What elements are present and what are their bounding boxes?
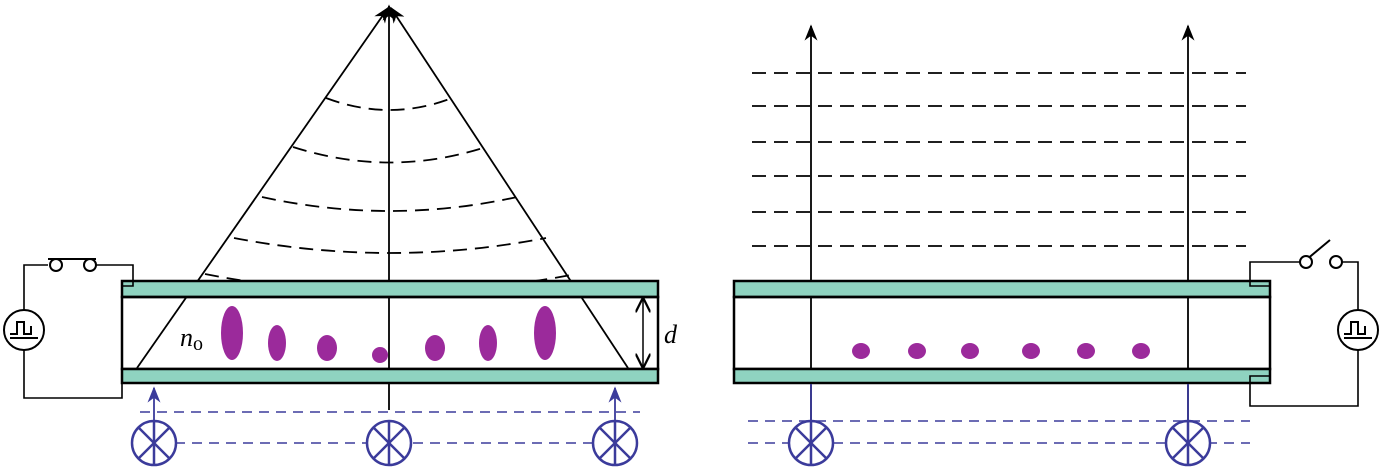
right-cell-body — [732, 295, 1272, 371]
right-rays — [804, 24, 1195, 420]
switch-contact — [49, 258, 63, 272]
refractive-index-label: no — [180, 323, 203, 355]
molecule — [268, 325, 286, 361]
switch-contact — [1329, 255, 1343, 269]
molecule — [479, 325, 497, 361]
molecule — [908, 343, 926, 359]
right-top-plate — [732, 279, 1272, 299]
source-waveform — [1344, 321, 1372, 339]
left-panel: no d — [3, 4, 678, 467]
left-bottom-plate — [120, 367, 660, 385]
light-source-icon — [365, 419, 413, 467]
molecule — [221, 306, 243, 360]
molecule — [852, 343, 870, 359]
light-source-icon — [591, 419, 639, 467]
left-wire-top — [96, 264, 134, 287]
left-molecules — [221, 306, 556, 363]
left-light-sources — [130, 419, 639, 467]
molecule — [1132, 343, 1150, 359]
left-wavefronts — [204, 97, 577, 293]
light-source-icon — [130, 419, 178, 467]
right-circuit — [1249, 261, 1359, 407]
light-source-icon — [787, 419, 835, 467]
right-pulse-source-icon — [1337, 309, 1379, 351]
right-switch-icon[interactable] — [1299, 239, 1343, 269]
right-blue-rays — [810, 384, 1189, 420]
left-blue-rays — [147, 386, 622, 420]
ray-left — [136, 6, 389, 369]
molecule — [1077, 343, 1095, 359]
switch-contact — [83, 258, 97, 272]
n-subscript: o — [193, 333, 203, 355]
left-blue-dashes — [140, 411, 640, 444]
ray-right — [390, 6, 629, 369]
molecule — [425, 335, 445, 361]
wavefront-1 — [325, 97, 453, 111]
switch-contact — [1299, 255, 1313, 269]
source-waveform — [10, 321, 38, 339]
right-wavefronts — [752, 72, 1246, 247]
right-wire-bottom — [1249, 350, 1359, 407]
molecule — [534, 306, 556, 360]
right-panel — [732, 24, 1379, 467]
left-switch-icon[interactable] — [48, 258, 97, 272]
light-source-icon — [1164, 419, 1212, 467]
right-light-sources — [787, 419, 1212, 467]
wavefront-3 — [261, 196, 518, 212]
left-top-plate — [120, 279, 660, 299]
right-molecules — [852, 343, 1150, 359]
wavefront-4 — [233, 237, 547, 254]
right-wire-top — [1249, 261, 1300, 287]
molecule — [1022, 343, 1040, 359]
left-wire-top-left — [23, 264, 48, 310]
molecule — [961, 343, 979, 359]
right-wire-top-right — [1340, 261, 1359, 310]
left-rays — [136, 4, 629, 410]
left-pulse-source-icon — [3, 309, 45, 351]
n-symbol: n — [180, 323, 193, 352]
molecule — [317, 335, 337, 361]
thickness-label: d — [664, 320, 678, 349]
left-circuit — [23, 264, 134, 399]
right-bottom-plate — [732, 367, 1272, 385]
left-wire-bottom — [23, 350, 123, 399]
molecule — [372, 347, 388, 363]
